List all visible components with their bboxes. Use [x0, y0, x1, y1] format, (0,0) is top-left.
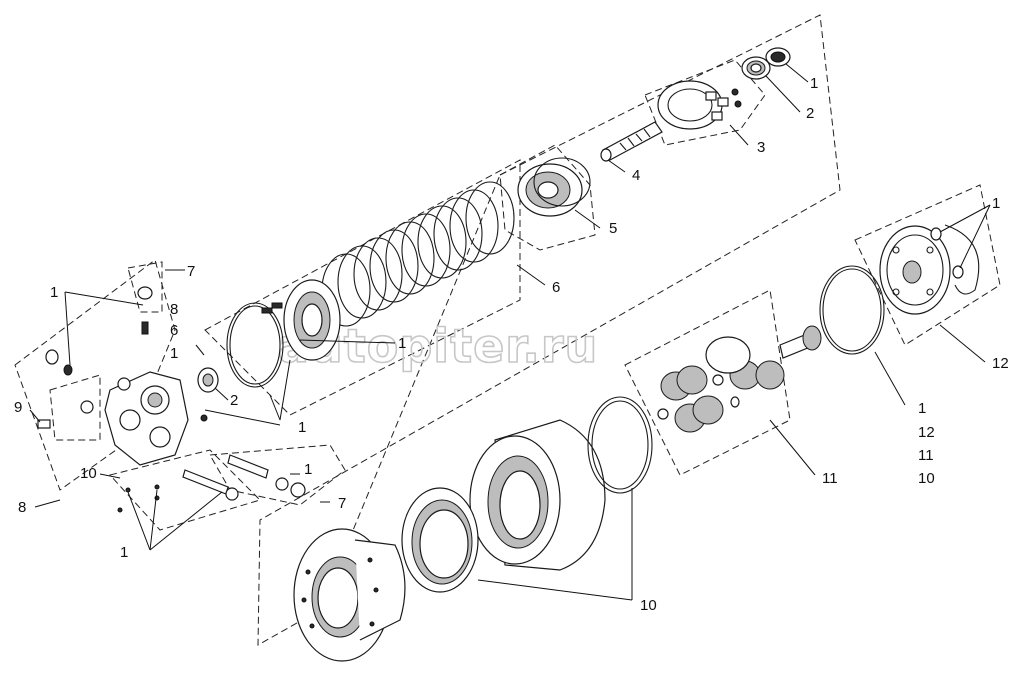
callout-1-left-top: 1	[50, 284, 58, 301]
callout-11: 11	[822, 470, 838, 487]
callout-1-list: 1	[918, 400, 926, 417]
callout-9: 9	[14, 399, 22, 416]
outline-group-3	[644, 59, 766, 146]
part-cover-12	[879, 225, 951, 315]
callout-1-right-group: 1	[304, 461, 312, 478]
callout-1-right: 1	[992, 195, 1000, 212]
callout-12-right: 12	[992, 355, 1009, 372]
part-oring-right	[819, 265, 885, 355]
outline-group-7-bottom	[209, 444, 346, 506]
part-seal-ring-10	[401, 487, 479, 593]
part-carrier-5	[517, 157, 591, 217]
outline-group-8	[14, 259, 176, 491]
callout-6-small: 6	[170, 322, 178, 339]
outline-group-left-small	[49, 374, 101, 441]
part-shaft-4	[600, 121, 663, 162]
part-piston	[283, 279, 341, 361]
part-spool-bottom-right	[227, 454, 306, 498]
part-disc-plates-6	[321, 181, 515, 327]
callout-10-list: 10	[918, 470, 935, 487]
callout-12-list: 12	[918, 424, 935, 441]
part-bearing-2-top	[741, 56, 771, 80]
leader-lines	[29, 63, 991, 601]
callout-2-left: 2	[230, 392, 238, 409]
part-valve-plate-3	[657, 80, 742, 130]
part-oring-large-left	[226, 302, 284, 388]
callout-7-bottom: 7	[338, 495, 346, 512]
callout-3: 3	[757, 139, 765, 156]
part-hub-flange	[293, 528, 406, 662]
callout-8-small: 8	[170, 301, 178, 318]
outline-group-bottom-left	[109, 449, 261, 531]
callout-1-mid: 1	[298, 419, 306, 436]
part-snap-ring-right	[944, 224, 980, 295]
callout-labels: 1 2 3 4 5 6 1 12 1 12 11 10 11 10 7 1 8 …	[14, 75, 1009, 614]
callout-4: 4	[632, 167, 640, 184]
callout-1-top: 1	[810, 75, 818, 92]
callout-11-list: 11	[918, 447, 934, 464]
callout-1-center: 1	[398, 335, 406, 352]
part-dots-bottom-left	[117, 484, 160, 513]
callout-10-bottom: 10	[640, 597, 657, 614]
part-spool-bottom-left	[182, 469, 239, 501]
callout-7-top: 7	[187, 263, 195, 280]
callout-5: 5	[609, 220, 617, 237]
callout-1-small: 1	[170, 345, 178, 362]
part-oring-10	[587, 396, 653, 494]
outline-group-5	[499, 144, 596, 251]
outline-group-7-top	[127, 261, 163, 313]
part-valve-block	[104, 371, 189, 466]
part-bearing-2-left	[197, 367, 219, 393]
callout-1-bottom-left: 1	[120, 544, 128, 561]
part-plugs-right	[930, 227, 964, 279]
outline-group-12	[854, 184, 1001, 346]
callout-6: 6	[552, 279, 560, 296]
part-seal-1-top	[765, 47, 791, 67]
part-springs-small	[261, 302, 283, 314]
callout-8-left: 8	[18, 499, 26, 516]
callout-10-left: 10	[80, 465, 97, 482]
callout-2-top: 2	[806, 105, 814, 122]
part-plugs-left	[37, 286, 208, 429]
part-planet-gears-11	[657, 325, 822, 433]
part-ring-gear-housing	[469, 419, 606, 571]
outline-group-6	[204, 159, 521, 416]
